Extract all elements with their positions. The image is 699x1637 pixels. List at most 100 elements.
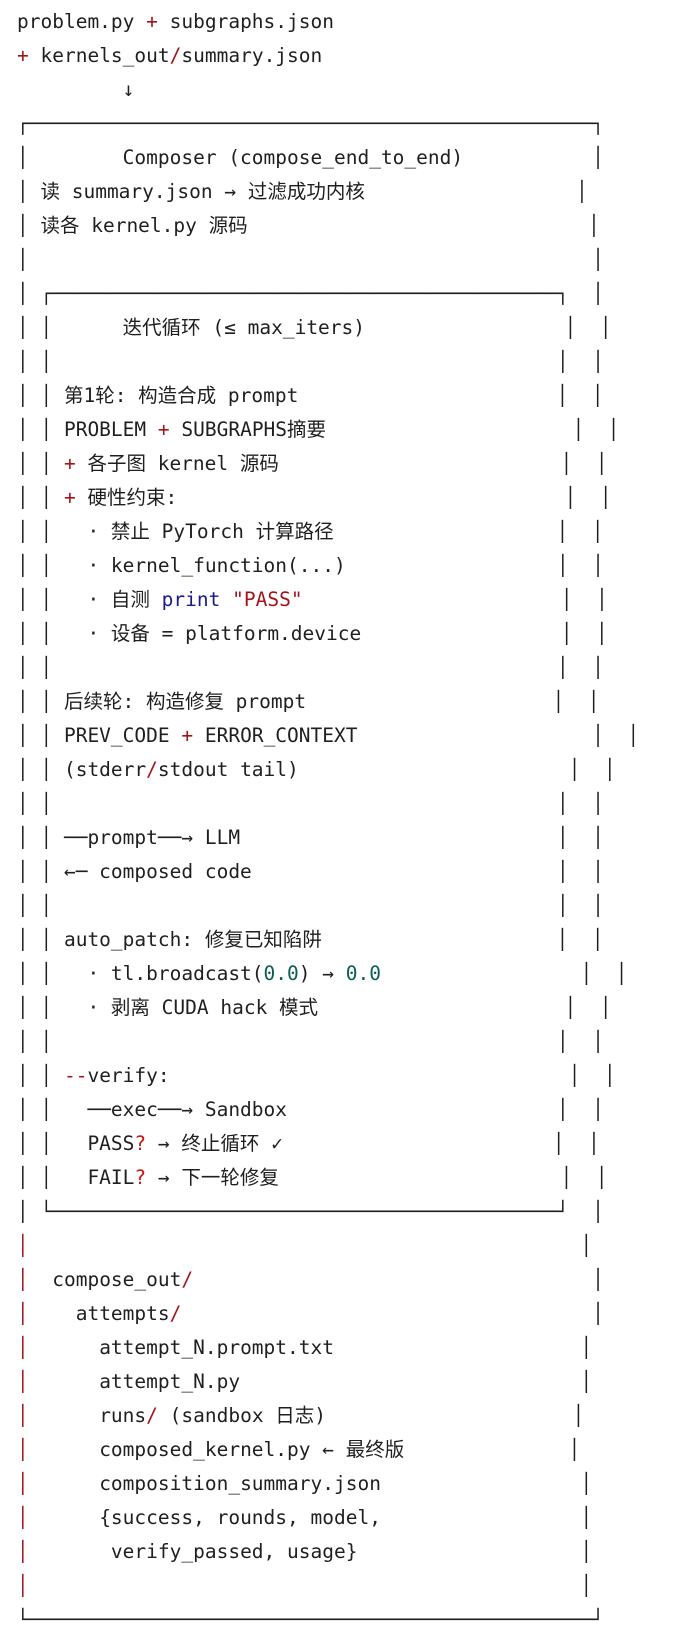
- diagram-token: │: [17, 1472, 29, 1495]
- diagram-line: │ │ 第1轮: 构造合成 prompt │ │: [17, 379, 699, 413]
- diagram-line: │ 读 summary.json → 过滤成功内核 │: [17, 175, 699, 209]
- diagram-line: │ │ FAIL? → 下一轮修复 │ │: [17, 1161, 699, 1195]
- diagram-line: │ {success, rounds, model, │: [17, 1501, 699, 1535]
- diagram-token: │: [28, 1574, 593, 1597]
- diagram-token: │ 读 summary.json → 过滤成功内核 │: [17, 180, 588, 203]
- diagram-line: + kernels_out/summary.json: [17, 39, 699, 73]
- diagram-token: composition_summary.json │: [28, 1472, 593, 1495]
- diagram-token: │: [17, 1506, 29, 1529]
- diagram-token: │ │ (stderr: [17, 758, 147, 781]
- diagram-line: │ │ auto_patch: 修复已知陷阱 │ │: [17, 923, 699, 957]
- diagram-line: └───────────────────────────────────────…: [17, 1603, 699, 1637]
- diagram-token: ) →: [298, 962, 346, 985]
- diagram-token: │ │ PROBLEM: [17, 418, 158, 441]
- diagram-token: ERROR_CONTEXT │ │: [193, 724, 640, 747]
- diagram-token: │ │ auto_patch: 修复已知陷阱 │ │: [17, 928, 604, 951]
- diagram-line: │ │ │ │: [17, 345, 699, 379]
- diagram-token: │ │ │ │: [17, 350, 604, 373]
- diagram-token: │ │ · 剥离 CUDA hack 模式 │ │: [17, 996, 612, 1019]
- diagram-token: runs: [28, 1404, 147, 1427]
- diagram-token: 0.0: [345, 962, 381, 985]
- diagram-token: print: [161, 588, 221, 611]
- diagram-line: │ │ ──prompt──→ LLM │ │: [17, 821, 699, 855]
- diagram-token: │: [17, 1438, 29, 1461]
- diagram-line: │ compose_out/ │: [17, 1263, 699, 1297]
- diagram-token: kernels_out: [28, 44, 170, 67]
- diagram-token: │: [17, 1268, 29, 1291]
- diagram-token: --: [63, 1064, 88, 1087]
- diagram-token: /: [181, 1268, 194, 1291]
- diagram-token: verify_passed, usage} │: [28, 1540, 593, 1563]
- diagram-token: 0.0: [263, 962, 299, 985]
- diagram-line: │ composed_kernel.py ← 最终版 │: [17, 1433, 699, 1467]
- diagram-token: [220, 588, 232, 611]
- diagram-token: │ │ · 自测: [17, 588, 162, 611]
- diagram-token: │ │ · kernel_function(...) │ │: [17, 554, 604, 577]
- diagram-token: /: [146, 758, 158, 781]
- diagram-token: stdout tail) │ │: [157, 758, 616, 781]
- diagram-line: │ │ · 自测 print "PASS" │ │: [17, 583, 699, 617]
- diagram-token: +: [157, 418, 170, 441]
- diagram-line: │ attempts/ │: [17, 1297, 699, 1331]
- diagram-token: │ │: [302, 588, 608, 611]
- diagram-token: │ │ 迭代循环 (≤ max_iters) │ │: [17, 316, 612, 339]
- diagram-token: │ │: [380, 962, 628, 985]
- diagram-token: └───────────────────────────────────────…: [17, 1608, 604, 1631]
- diagram-token: summary.json: [181, 44, 323, 67]
- diagram-token: │ │: [17, 486, 64, 509]
- diagram-token: │: [17, 1574, 29, 1597]
- diagram-line: │ │ · tl.broadcast(0.0) → 0.0 │ │: [17, 957, 699, 991]
- diagram-token: 各子图 kernel 源码 │ │: [75, 452, 608, 475]
- diagram-line: │ Composer (compose_end_to_end) │: [17, 141, 699, 175]
- diagram-line: │ │ --verify: │ │: [17, 1059, 699, 1093]
- diagram-line: │ composition_summary.json │: [17, 1467, 699, 1501]
- diagram-line: │ └─────────────────────────────────────…: [17, 1195, 699, 1229]
- diagram-line: │ 读各 kernel.py 源码 │: [17, 209, 699, 243]
- diagram-line: │ │ │ │: [17, 1025, 699, 1059]
- diagram-token: │ │: [17, 452, 64, 475]
- diagram-token: /: [169, 44, 182, 67]
- diagram-token: │: [17, 1234, 29, 1257]
- diagram-line: │ │: [17, 243, 699, 277]
- diagram-token: → 下一轮修复 │ │: [146, 1166, 608, 1189]
- diagram-line: │ verify_passed, usage} │: [17, 1535, 699, 1569]
- diagram-line: │ │ · kernel_function(...) │ │: [17, 549, 699, 583]
- diagram-line: │ │ │ │: [17, 651, 699, 685]
- diagram-token: │ │ │ │: [17, 656, 604, 679]
- diagram-token: attempt_N.py │: [28, 1370, 593, 1393]
- diagram-token: +: [63, 486, 76, 509]
- diagram-token: → 终止循环 ✓ │ │: [146, 1132, 600, 1155]
- diagram-token: SUBGRAPHS摘要 │ │: [169, 418, 620, 441]
- diagram-token: │ │: [17, 248, 604, 271]
- diagram-line: │ │ PASS? → 终止循环 ✓ │ │: [17, 1127, 699, 1161]
- diagram-token: │ Composer (compose_end_to_end) │: [17, 146, 604, 169]
- diagram-line: │ │ │ │: [17, 787, 699, 821]
- diagram-line: │ │ + 各子图 kernel 源码 │ │: [17, 447, 699, 481]
- diagram-token: attempt_N.prompt.txt │: [28, 1336, 593, 1359]
- diagram-line: │ attempt_N.prompt.txt │: [17, 1331, 699, 1365]
- diagram-token: │: [17, 1336, 29, 1359]
- diagram-token: 硬性约束: │ │: [75, 486, 612, 509]
- diagram-token: │: [17, 1302, 29, 1325]
- diagram-token: │ │ │ │: [17, 1030, 604, 1053]
- diagram-line: │ │ ←─ composed code │ │: [17, 855, 699, 889]
- diagram-token: │ │: [17, 1064, 64, 1087]
- diagram-line: │ ┌─────────────────────────────────────…: [17, 277, 699, 311]
- diagram-line: │ │ PREV_CODE + ERROR_CONTEXT │ │: [17, 719, 699, 753]
- diagram-line: │ attempt_N.py │: [17, 1365, 699, 1399]
- diagram-token: │: [17, 1404, 29, 1427]
- diagram-token: │ │ │ │: [17, 792, 604, 815]
- diagram-token: problem.py: [17, 10, 147, 33]
- diagram-token: │ │ PREV_CODE: [17, 724, 182, 747]
- diagram-line: │ │ (stderr/stdout tail) │ │: [17, 753, 699, 787]
- diagram-line: │ │: [17, 1229, 699, 1263]
- diagram-line: │ │ PROBLEM + SUBGRAPHS摘要 │ │: [17, 413, 699, 447]
- diagram-token: │: [17, 1540, 29, 1563]
- diagram-token: compose_out: [28, 1268, 182, 1291]
- diagram-token: +: [181, 724, 194, 747]
- diagram-token: │ │ · 禁止 PyTorch 计算路径 │ │: [17, 520, 604, 543]
- diagram-token: │: [28, 1234, 593, 1257]
- diagram-line: │ │ ──exec──→ Sandbox │ │: [17, 1093, 699, 1127]
- diagram-line: │ │ · 剥离 CUDA hack 模式 │ │: [17, 991, 699, 1025]
- diagram-token: ?: [134, 1166, 147, 1189]
